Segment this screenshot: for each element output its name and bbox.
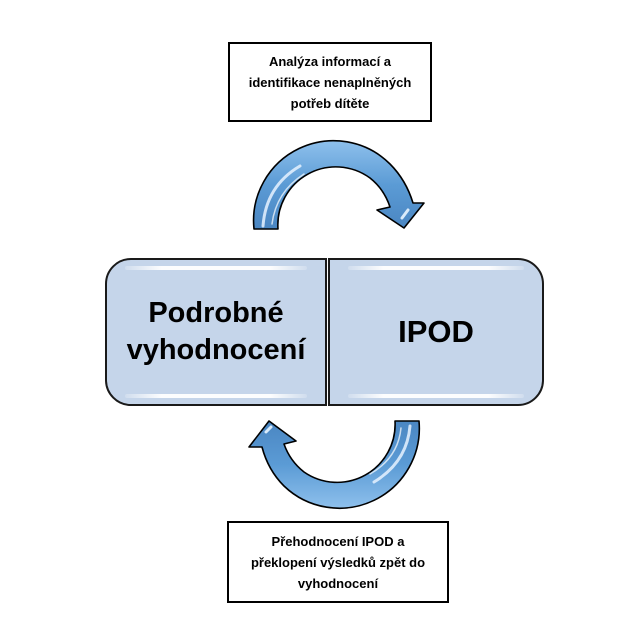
bottom-note-line: vyhodnocení — [297, 575, 379, 591]
box-gloss — [125, 394, 307, 398]
detailed-evaluation-box: Podrobné vyhodnocení — [105, 258, 327, 406]
bottom-arrow-shape — [248, 420, 421, 509]
detailed-evaluation-label: Podrobné vyhodnocení — [127, 295, 306, 369]
top-note-box: Analýza informací a identifikace nenapln… — [228, 42, 432, 122]
top-note-line: identifikace nenaplněných — [248, 74, 412, 90]
box-gloss — [125, 266, 307, 270]
left-box-line: vyhodnocení — [126, 334, 306, 366]
bottom-arrow-highlight — [372, 424, 412, 484]
bottom-note-line: překlopení výsledků zpět do — [250, 554, 426, 570]
ipod-label: IPOD — [398, 314, 474, 349]
top-arrow-shape — [252, 139, 425, 230]
top-note-line: Analýza informací a — [268, 53, 392, 69]
top-arrow-head-glint — [400, 208, 410, 220]
box-gloss — [348, 394, 524, 398]
ipod-box: IPOD — [328, 258, 544, 406]
top-arrow-highlight — [261, 164, 302, 228]
bottom-arrow-highlight — [369, 427, 402, 475]
top-arrow-highlight — [271, 173, 305, 225]
bottom-note-line: Přehodnocení IPOD a — [271, 533, 405, 549]
top-note-line: potřeb dítěte — [290, 95, 370, 111]
bottom-note-box: Přehodnocení IPOD a překlopení výsledků … — [227, 521, 449, 603]
box-gloss — [348, 266, 524, 270]
bottom-arrow-head-glint — [264, 425, 273, 434]
left-box-line: Podrobné — [148, 297, 284, 329]
